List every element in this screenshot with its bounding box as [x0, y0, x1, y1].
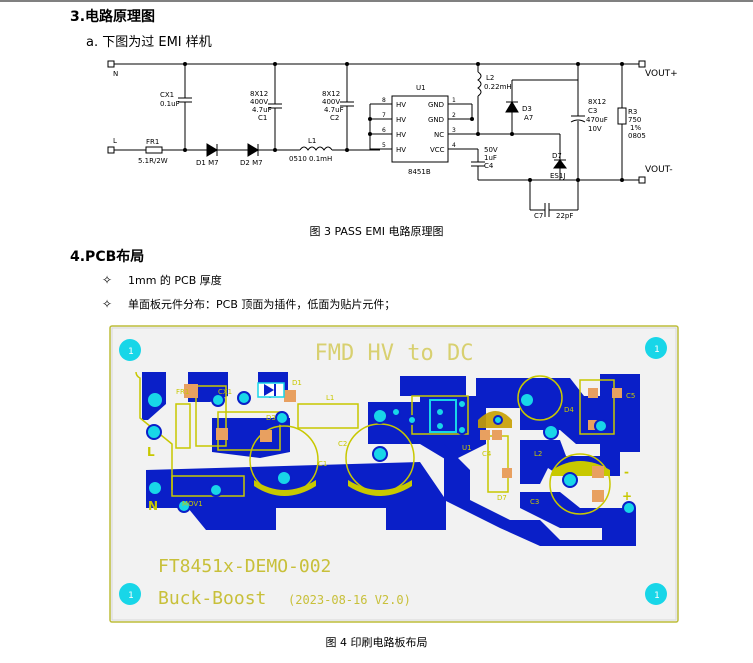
circuit-schematic: N L VOUT+ VOUT- CX1 0.1uF 8X12 400V 4.7u…: [107, 60, 678, 220]
bullet-text: 1mm 的 PCB 厚度: [128, 274, 222, 287]
u1-part: 8451B: [408, 168, 431, 176]
r3-value: 750: [628, 116, 641, 124]
l2-value: 0.22mH: [484, 83, 512, 91]
figure-3-caption: 图 3 PASS EMI 电路原理图: [309, 225, 444, 238]
c3-voltage: 10V: [588, 125, 602, 133]
u1-pin2-num: 2: [452, 112, 456, 119]
d7-value: ES1J: [550, 172, 565, 180]
c2-ref: C2: [330, 114, 339, 122]
c2-value: 4.7uF: [324, 106, 344, 114]
bullet-mark: ✧: [102, 297, 113, 311]
c3-ref: C3: [588, 107, 597, 115]
l2-ref: L2: [486, 74, 494, 82]
pcb-label-d1: D1: [292, 379, 302, 387]
pcb-label-d3: D3: [266, 414, 276, 422]
pcb-label-l: L: [147, 445, 155, 459]
pcb-label-c5: C5: [626, 392, 635, 400]
c2-size: 8X12: [322, 90, 340, 98]
bullet-pcb-thickness: ✧ 1mm 的 PCB 厚度: [102, 272, 222, 288]
c7-value: 22pF: [556, 212, 573, 220]
pcb-label-cx1: CX1: [218, 388, 232, 396]
cx1-ref: CX1: [160, 91, 174, 99]
pcb-date: (2023-08-16 V2.0): [288, 593, 411, 607]
mount-hole-label: 1: [654, 591, 660, 601]
d3-ref: D3: [522, 105, 532, 113]
pcb-label-c4: C4: [482, 450, 492, 458]
pcb-label-plus: +: [622, 489, 632, 503]
c4-value: 1uF: [484, 154, 497, 162]
d7-ref: D7: [552, 152, 562, 160]
u1-pin1-name: GND: [428, 101, 444, 109]
u1-pin6-name: HV: [396, 131, 406, 139]
pcb-label-c3: C3: [530, 498, 539, 506]
bullet-component-layout: ✧ 单面板元件分布：PCB 顶面为插件，低面为贴片元件；: [102, 296, 395, 312]
vout-minus-label: VOUT-: [645, 165, 673, 175]
pcb-label-c2: C2: [338, 440, 347, 448]
r3-tolerance: 1%: [630, 124, 641, 132]
pcb-name: Buck-Boost: [158, 588, 266, 609]
cx1-value: 0.1uF: [160, 100, 180, 108]
u1-pin7-num: 7: [382, 112, 386, 119]
c3-size: 8X12: [588, 98, 606, 106]
u1-pin4-num: 4: [452, 142, 456, 149]
pcb-label-fr1: FR1: [176, 388, 189, 396]
u1-pin5-num: 5: [382, 142, 386, 149]
pcb-model: FT8451x-DEMO-002: [158, 556, 331, 577]
pcb-label-l1: L1: [326, 394, 334, 402]
section-heading-schematic: 3.电路原理图: [70, 9, 156, 25]
vout-plus-label: VOUT+: [645, 69, 678, 79]
l1-value: 0510 0.1mH: [289, 155, 332, 163]
pcb-label-minus: -: [624, 465, 629, 479]
c1-value: 4.7uF: [252, 106, 272, 114]
pcb-label-n: N: [148, 499, 158, 513]
c1-ref: C1: [258, 114, 267, 122]
pcb-label-u1: U1: [462, 444, 472, 452]
u1-pin2-name: GND: [428, 116, 444, 124]
pcb-label-mov1: MOV1: [182, 500, 203, 508]
c1-size: 8X12: [250, 90, 268, 98]
u1-ref: U1: [416, 84, 426, 92]
l1-ref: L1: [308, 137, 316, 145]
bullet-mark: ✧: [102, 273, 113, 287]
fr1-value: 5.1R/2W: [138, 157, 168, 165]
mount-hole-label: 1: [128, 591, 134, 601]
c3-value: 470uF: [586, 116, 608, 124]
terminal-label-n: N: [113, 70, 118, 78]
u1-pin8-num: 8: [382, 97, 386, 104]
figure-4-caption: 图 4 印刷电路板布局: [325, 636, 428, 649]
pcb-label-c1: C1: [318, 460, 327, 468]
r3-ref: R3: [628, 108, 637, 116]
u1-pin5-name: HV: [396, 146, 406, 154]
d1-label: D1 M7: [196, 159, 219, 167]
section-heading-pcb: 4.PCB布局: [70, 249, 145, 265]
terminal-label-l: L: [113, 137, 117, 145]
u1-pin4-name: VCC: [430, 146, 445, 154]
d3-value: A7: [524, 114, 533, 122]
u1-pin8-name: HV: [396, 101, 406, 109]
u1-pin6-num: 6: [382, 127, 386, 134]
page-top-rule: [0, 0, 753, 2]
c4-ref: C4: [484, 162, 494, 170]
c2-voltage: 400V: [322, 98, 340, 106]
d2-label: D2 M7: [240, 159, 263, 167]
mount-hole-label: 1: [654, 345, 660, 355]
section-subheading: a. 下图为过 EMI 样机: [86, 35, 212, 50]
r3-package: 0805: [628, 132, 646, 140]
pcb-label-l2: L2: [534, 450, 542, 458]
pcb-label-d7: D7: [497, 494, 507, 502]
u1-pin3-num: 3: [452, 127, 456, 134]
mount-hole-label: 1: [128, 347, 134, 357]
c4-voltage: 50V: [484, 146, 498, 154]
c1-voltage: 400V: [250, 98, 268, 106]
pcb-title: FMD HV to DC: [315, 341, 474, 366]
u1-pin3-name: NC: [434, 131, 444, 139]
pcb-label-d4: D4: [564, 406, 574, 414]
bullet-text: 单面板元件分布：PCB 顶面为插件，低面为贴片元件；: [128, 298, 396, 311]
c7-ref: C7: [534, 212, 543, 220]
u1-pin7-name: HV: [396, 116, 406, 124]
u1-pin1-num: 1: [452, 97, 456, 104]
fr1-ref: FR1: [146, 138, 159, 146]
